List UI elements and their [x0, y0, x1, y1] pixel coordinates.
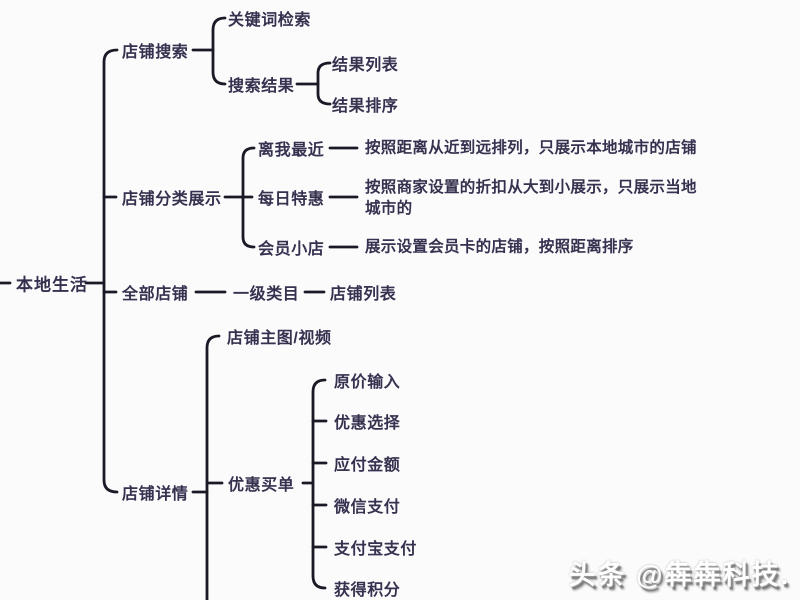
- node-root: 本地生活: [16, 275, 88, 295]
- root-connectors: [0, 48, 119, 494]
- node-discount-pay: 优惠买单: [228, 477, 295, 494]
- node-alipay-pay: 支付宝支付: [334, 541, 418, 558]
- watermark: 头条 @犇犇科技.: [568, 560, 790, 590]
- node-original-price-input: 原价输入: [334, 374, 401, 391]
- node-member-shop: 会员小店: [258, 241, 325, 258]
- node-first-level-category: 一级类目: [233, 286, 300, 303]
- desc-nearest-to-me: 按照距离从近到远排列，只展示本地城市的店铺: [365, 139, 697, 157]
- node-shop-detail: 店铺详情: [122, 486, 189, 503]
- node-wechat-pay: 微信支付: [334, 499, 401, 516]
- node-keyword-search: 关键词检索: [228, 12, 312, 29]
- shop-search-connectors: [191, 16, 332, 106]
- node-nearest-to-me: 离我最近: [258, 142, 325, 159]
- shop-category-connectors: [223, 146, 359, 249]
- node-earn-points: 获得积分: [334, 582, 401, 599]
- node-shop-category-display: 店铺分类展示: [122, 191, 222, 208]
- node-discount-select: 优惠选择: [334, 415, 401, 432]
- node-shop-search: 店铺搜索: [122, 44, 189, 61]
- node-all-shops: 全部店铺: [122, 286, 189, 303]
- shop-detail-connectors: [191, 334, 328, 600]
- node-result-sort: 结果排序: [332, 98, 399, 115]
- desc-daily-special: 按照商家设置的折扣从大到小展示，只展示当地 城市的: [365, 179, 697, 217]
- node-daily-special: 每日特惠: [258, 191, 325, 208]
- node-search-results: 搜索结果: [228, 78, 295, 95]
- node-payable-amount: 应付金额: [334, 457, 401, 474]
- node-shop-main-media: 店铺主图/视频: [227, 330, 332, 347]
- desc-member-shop: 展示设置会员卡的店铺，按照距离排序: [365, 238, 634, 256]
- node-result-list: 结果列表: [332, 57, 399, 74]
- node-shop-list: 店铺列表: [330, 286, 397, 303]
